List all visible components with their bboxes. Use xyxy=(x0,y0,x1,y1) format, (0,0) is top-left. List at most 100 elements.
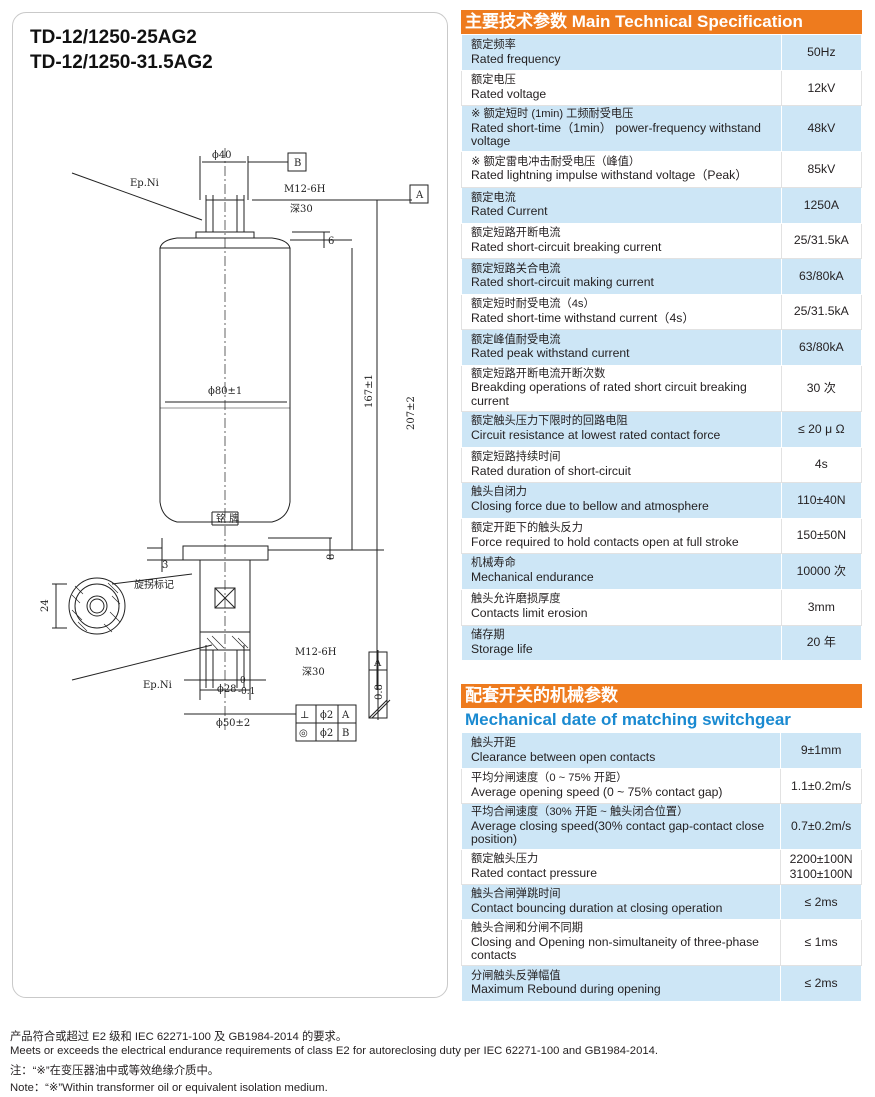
spec-value-text: 25/31.5kA xyxy=(793,233,849,248)
spec-value: 10000 次 xyxy=(780,552,863,590)
spec-param-en: Circuit resistance at lowest rated conta… xyxy=(471,428,721,443)
spec-row: ※ 额定雷电冲击耐受电压（峰值）Rated lightning impulse … xyxy=(461,150,863,188)
spec-value-text: 12kV xyxy=(807,80,836,95)
spec-value-text: 110±40N xyxy=(797,492,846,507)
spec-value-text-2: 3100±100N xyxy=(789,867,853,881)
dim-207: 207±2 xyxy=(406,396,417,430)
spec-param-cn: 额定电压 xyxy=(471,74,516,87)
spec-param-en: Average closing speed(30% contact gap-co… xyxy=(471,818,765,847)
perpendicularity-value: ϕ2 xyxy=(320,710,333,721)
spec-value: 110±40N xyxy=(780,481,863,519)
spec-value-text: 63/80kA xyxy=(798,339,844,354)
spec-param-en: Rated Current xyxy=(471,204,548,219)
footer-line-en: Meets or exceeds the electrical enduranc… xyxy=(10,1045,659,1057)
spec-param-en: Mechanical endurance xyxy=(471,570,594,585)
spec-value: 4s xyxy=(780,446,863,483)
spec-value: 1250A xyxy=(780,186,863,224)
spec-value: 85kV xyxy=(780,150,863,188)
spec-value: 9±1mm xyxy=(780,732,862,769)
spec-value-text: 50Hz xyxy=(807,45,836,59)
spec-value: 63/80kA xyxy=(780,257,863,295)
spec-value-text: ≤ 2ms xyxy=(804,975,838,990)
spec-param-en: Rated frequency xyxy=(471,51,561,66)
spec-param-cn: 机械寿命 xyxy=(471,557,516,570)
depth-top-label: 深30 xyxy=(290,203,313,215)
spec-param-cn: 触头合闸弹跳时间 xyxy=(471,888,561,901)
spec-param-cn: 额定短路关合电流 xyxy=(471,262,561,275)
spec-value: 63/80kA xyxy=(780,328,863,366)
spec-param-cn: ※ 额定雷电冲击耐受电压（峰值） xyxy=(471,155,641,168)
spec-param: ※ 额定雷电冲击耐受电压（峰值）Rated lightning impulse … xyxy=(461,150,782,188)
spec-value-text: 48kV xyxy=(807,120,836,135)
spec-param-cn: 额定峰值耐受电流 xyxy=(471,333,561,346)
spec-value: ≤ 2ms xyxy=(780,964,862,1002)
spec-value: 0.7±0.2m/s xyxy=(780,803,862,850)
spec-param: 平均分闸速度（0 ~ 75% 开距）Average opening speed … xyxy=(460,768,782,804)
spec-param-en: Breakding operations of rated short circ… xyxy=(471,380,747,408)
spec-param-en: Storage life xyxy=(471,641,533,656)
spec-param-cn: 触头合闸和分闸不同期 xyxy=(471,922,583,934)
spec-param: 平均合闸速度（30% 开距 ~ 触头闭合位置）Average closing s… xyxy=(460,803,782,850)
spec-value: ≤ 2ms xyxy=(780,884,862,920)
datum-a-box-label: A xyxy=(415,190,424,201)
spec-param-cn: 触头开距 xyxy=(471,736,516,749)
concentricity-datum: B xyxy=(342,728,349,739)
main-spec-section: 主要技术参数 Main Technical Specification 额定频率… xyxy=(461,10,863,661)
nameplate-label: 铭 牌 xyxy=(216,512,239,525)
spec-value: ≤ 1ms xyxy=(780,919,862,966)
spec-param-cn: 触头允许磨损厚度 xyxy=(471,593,561,606)
model-name-2: TD-12/1250-31.5AG2 xyxy=(30,52,213,73)
dim-phi28: ϕ28 xyxy=(217,684,237,695)
spec-value-text: 2200±100N xyxy=(789,852,853,866)
spec-value-text: 0.7±0.2m/s xyxy=(790,819,852,833)
spec-param-cn: 额定电流 xyxy=(471,191,516,204)
spec-param-cn: 额定频率 xyxy=(471,38,516,51)
footer-line-cn: 产品符合或超过 E2 级和 IEC 62271-100 及 GB1984-201… xyxy=(10,1031,348,1043)
spec-value-text: 10000 次 xyxy=(796,563,847,578)
spec-value: 150±50N xyxy=(780,517,863,554)
spec-param-cn: 分闸触头反弹幅值 xyxy=(471,969,561,982)
flatness-value: 0.8 xyxy=(374,684,385,700)
spec-param-cn: 额定短路开断电流开断次数 xyxy=(471,367,606,380)
spec-param-en: Average opening speed (0 ~ 75% contact g… xyxy=(471,785,723,799)
spec-param-en: Closing force due to bellow and atmosphe… xyxy=(471,499,709,514)
dim-phi80: ϕ80±1 xyxy=(208,386,242,397)
spec-value-text: ≤ 1ms xyxy=(804,934,838,949)
m12-top-label: M12-6H xyxy=(284,184,326,195)
spec-param-cn: 额定短时耐受电流（4s） xyxy=(471,298,595,311)
technical-drawing: ϕ40 B Ep.Ni M12-6H 深30 A 6 ϕ80±1 167±1 2… xyxy=(40,148,429,742)
spec-param-en: Rated short-time withstand current（4s） xyxy=(471,310,695,325)
spec-param-en: Closing and Opening non-simultaneity of … xyxy=(471,934,759,963)
dim-phi28-tol-lower: -0.1 xyxy=(238,687,255,697)
m12-bottom-label: M12-6H xyxy=(295,647,337,658)
dim-24: 24 xyxy=(40,599,51,612)
spec-param-en: Contacts limit erosion xyxy=(471,606,588,621)
spec-value: 12kV xyxy=(780,70,863,106)
dim-three: 3 xyxy=(162,560,168,571)
perpendicularity-symbol: ⊥ xyxy=(300,710,309,721)
spec-value: 20 年 xyxy=(780,624,863,661)
perpendicularity-datum: A xyxy=(341,710,350,721)
spec-param-cn: 额定触头压力下限时的回路电阻 xyxy=(471,415,628,428)
spec-value: 3mm xyxy=(780,588,863,626)
